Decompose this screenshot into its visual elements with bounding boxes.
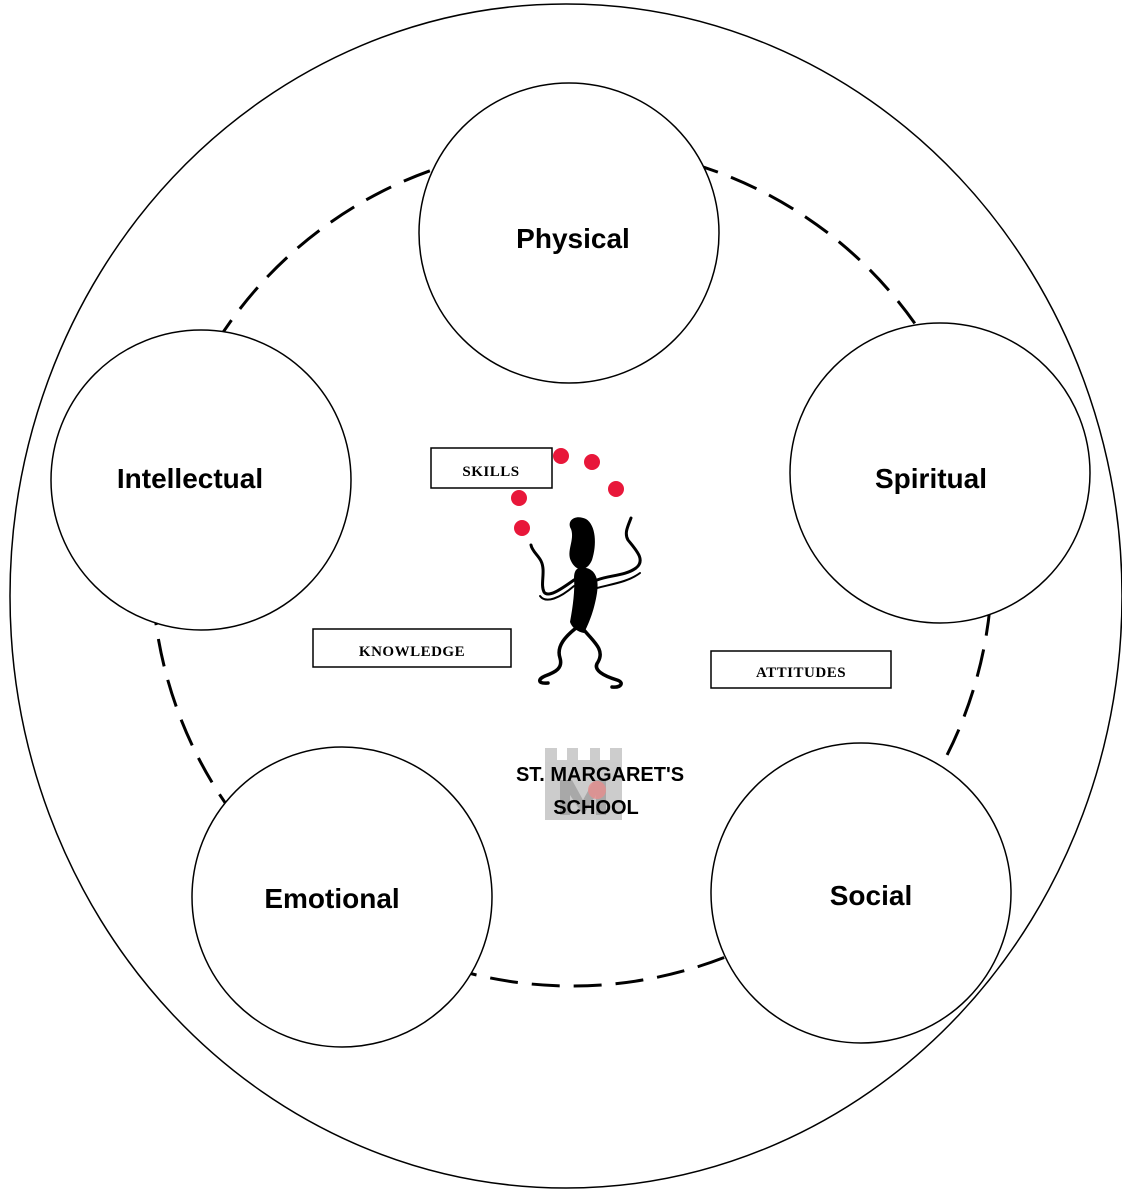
- domain-label-spiritual: Spiritual: [875, 463, 987, 494]
- school-name-line2: SCHOOL: [553, 797, 639, 819]
- juggling-ball-icon: [514, 520, 530, 536]
- juggling-balls: [511, 448, 624, 536]
- knowledge-label: KNOWLEDGE: [359, 644, 465, 660]
- domain-node-intellectual: Intellectual: [50, 329, 352, 631]
- domain-node-physical: Physical: [418, 82, 720, 384]
- domain-label-intellectual: Intellectual: [117, 463, 263, 494]
- knowledge-box: KNOWLEDGE: [312, 628, 512, 668]
- juggler-figure-icon: [529, 516, 642, 689]
- juggling-ball-icon: [608, 481, 624, 497]
- school-name-line1: ST. MARGARET'S: [516, 764, 684, 786]
- outer-circle: [9, 3, 1122, 1189]
- skills-label: SKILLS: [462, 464, 519, 480]
- domain-label-physical: Physical: [516, 223, 630, 254]
- juggling-ball-icon: [511, 490, 527, 506]
- domain-node-social: Social: [710, 742, 1012, 1044]
- domain-node-spiritual: Spiritual: [789, 322, 1091, 624]
- domain-label-social: Social: [830, 880, 912, 911]
- attitudes-box: ATTITUDES: [710, 650, 892, 689]
- juggling-ball-icon: [584, 454, 600, 470]
- school-crest-icon: [545, 748, 622, 820]
- domain-label-emotional: Emotional: [264, 883, 399, 914]
- domain-node-emotional: Emotional: [191, 746, 493, 1048]
- juggling-ball-icon: [553, 448, 569, 464]
- skills-box: SKILLS: [430, 447, 553, 489]
- attitudes-label: ATTITUDES: [756, 665, 846, 681]
